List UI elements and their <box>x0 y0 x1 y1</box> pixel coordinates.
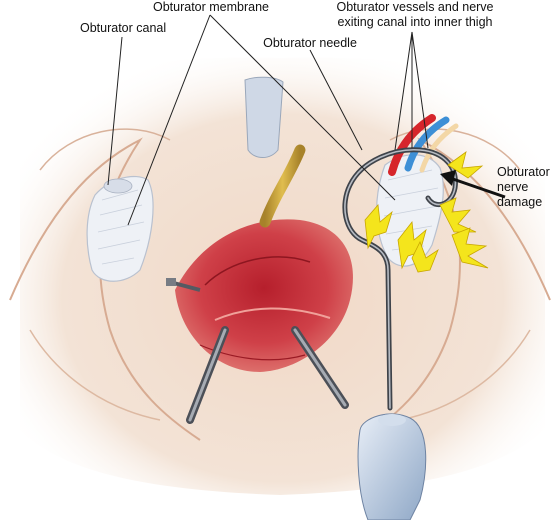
label-obturator-membrane: Obturator membrane <box>152 0 270 14</box>
leader-membrane-left <box>127 14 211 226</box>
obturator-vein <box>404 116 450 172</box>
catheter <box>259 144 306 228</box>
label-obturator-nerve-damage: Obturator nerve damage <box>497 165 559 210</box>
clamp-left <box>166 278 201 292</box>
label-vessels-line1: Obturator vessels and nerve <box>336 0 494 14</box>
pubic-symphysis <box>244 76 284 158</box>
damage-arrow <box>440 170 506 199</box>
leader-obturator-needle <box>309 49 363 151</box>
nerve-damage-bolts <box>364 151 489 273</box>
leader-membrane-right <box>209 14 396 201</box>
leader-vessels-a <box>394 31 413 151</box>
label-damage-line3: damage <box>497 195 543 209</box>
obturator-nerve <box>419 123 459 173</box>
obturator-artery <box>388 114 436 176</box>
retractor-right <box>291 326 349 409</box>
leader-vessels-c <box>411 31 429 149</box>
obturator-needle <box>342 147 458 411</box>
leader-lines <box>107 14 429 226</box>
label-obturator-vessels: Obturator vessels and nerve exiting cana… <box>325 0 505 30</box>
needle-handle <box>357 413 427 520</box>
label-damage-line1: Obturator <box>497 165 550 179</box>
leader-obturator-canal <box>107 36 123 186</box>
label-obturator-canal: Obturator canal <box>80 21 167 35</box>
label-obturator-needle: Obturator needle <box>263 36 357 50</box>
label-vessels-line2: exiting canal into inner thigh <box>337 15 493 29</box>
label-damage-line2: nerve <box>497 180 529 194</box>
retractor-left <box>186 326 229 424</box>
